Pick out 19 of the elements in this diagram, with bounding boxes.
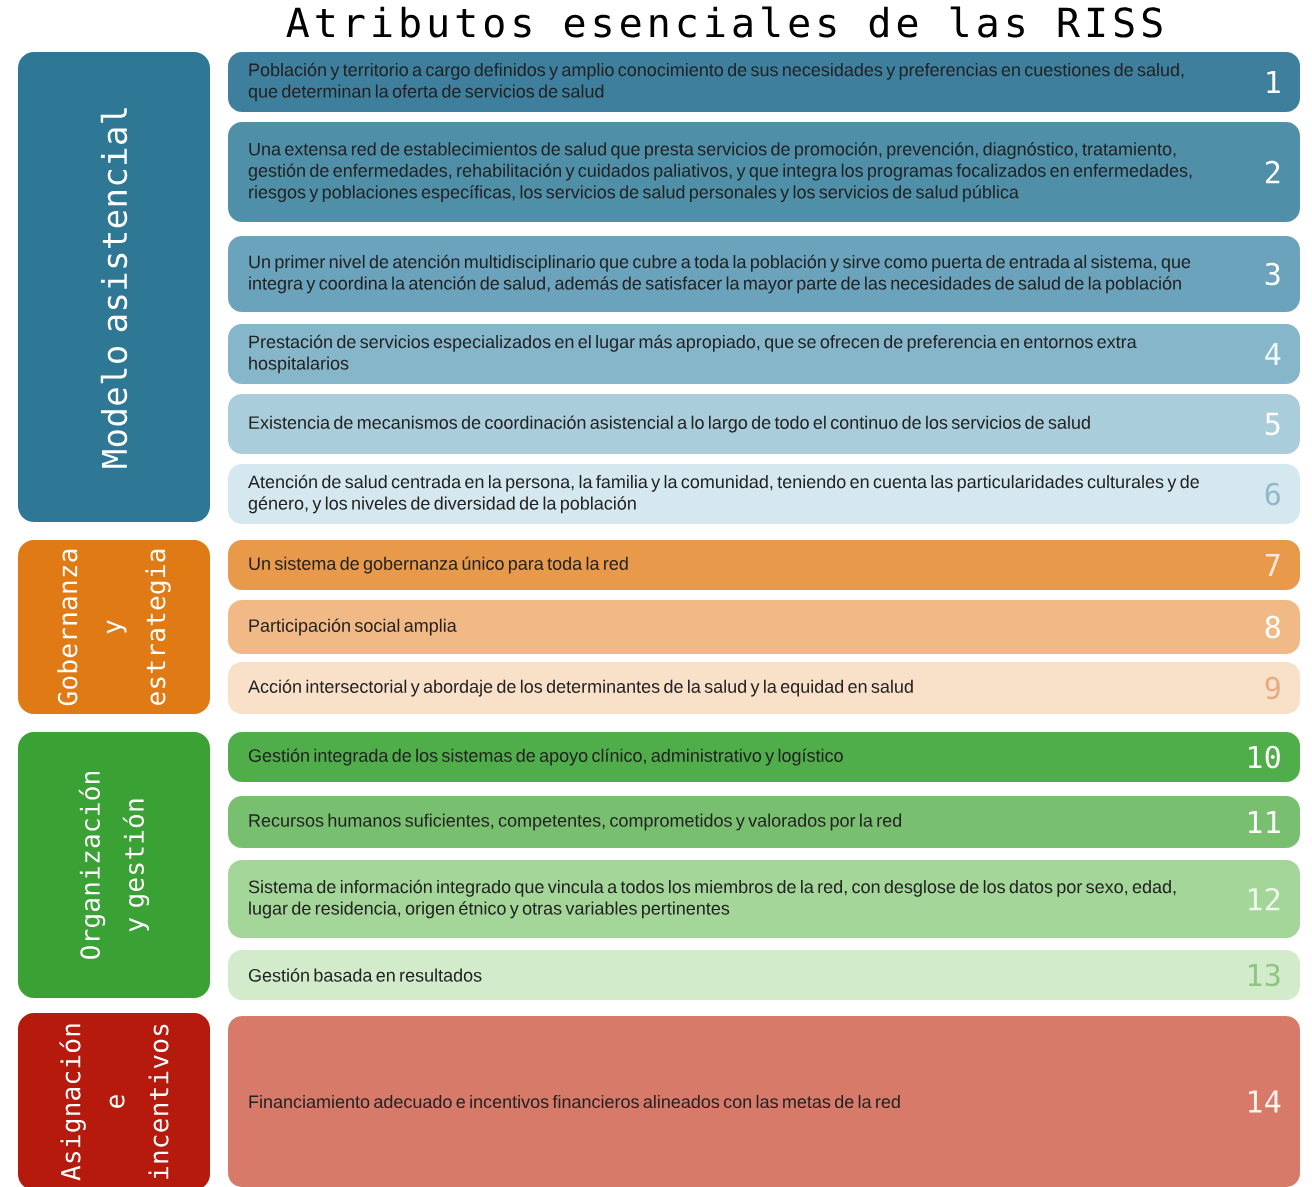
row-number: 12 [1249,887,1280,911]
row-number: 11 [1249,811,1280,833]
category-box: Organización y gestión [18,732,210,998]
row-number: 8 [1265,615,1280,639]
title: Atributos esenciales de las RISS [286,6,1162,38]
category-box: Asignación e incentivos [18,1013,210,1187]
row-number: 1 [1267,71,1280,93]
row-number: 5 [1265,412,1280,436]
row-number: 6 [1265,482,1280,506]
row-number: 14 [1249,1090,1281,1113]
row-number: 4 [1265,343,1281,365]
row-number: 10 [1249,745,1280,769]
row-number: 3 [1265,262,1280,286]
category-box: Modelo asistencial [18,52,210,522]
row-number: 13 [1249,963,1280,987]
row-number: 2 [1266,160,1280,184]
category-box: Gobernanza y estrategia [18,540,210,714]
row-number: 7 [1265,554,1280,576]
row-number: 9 [1265,676,1280,700]
